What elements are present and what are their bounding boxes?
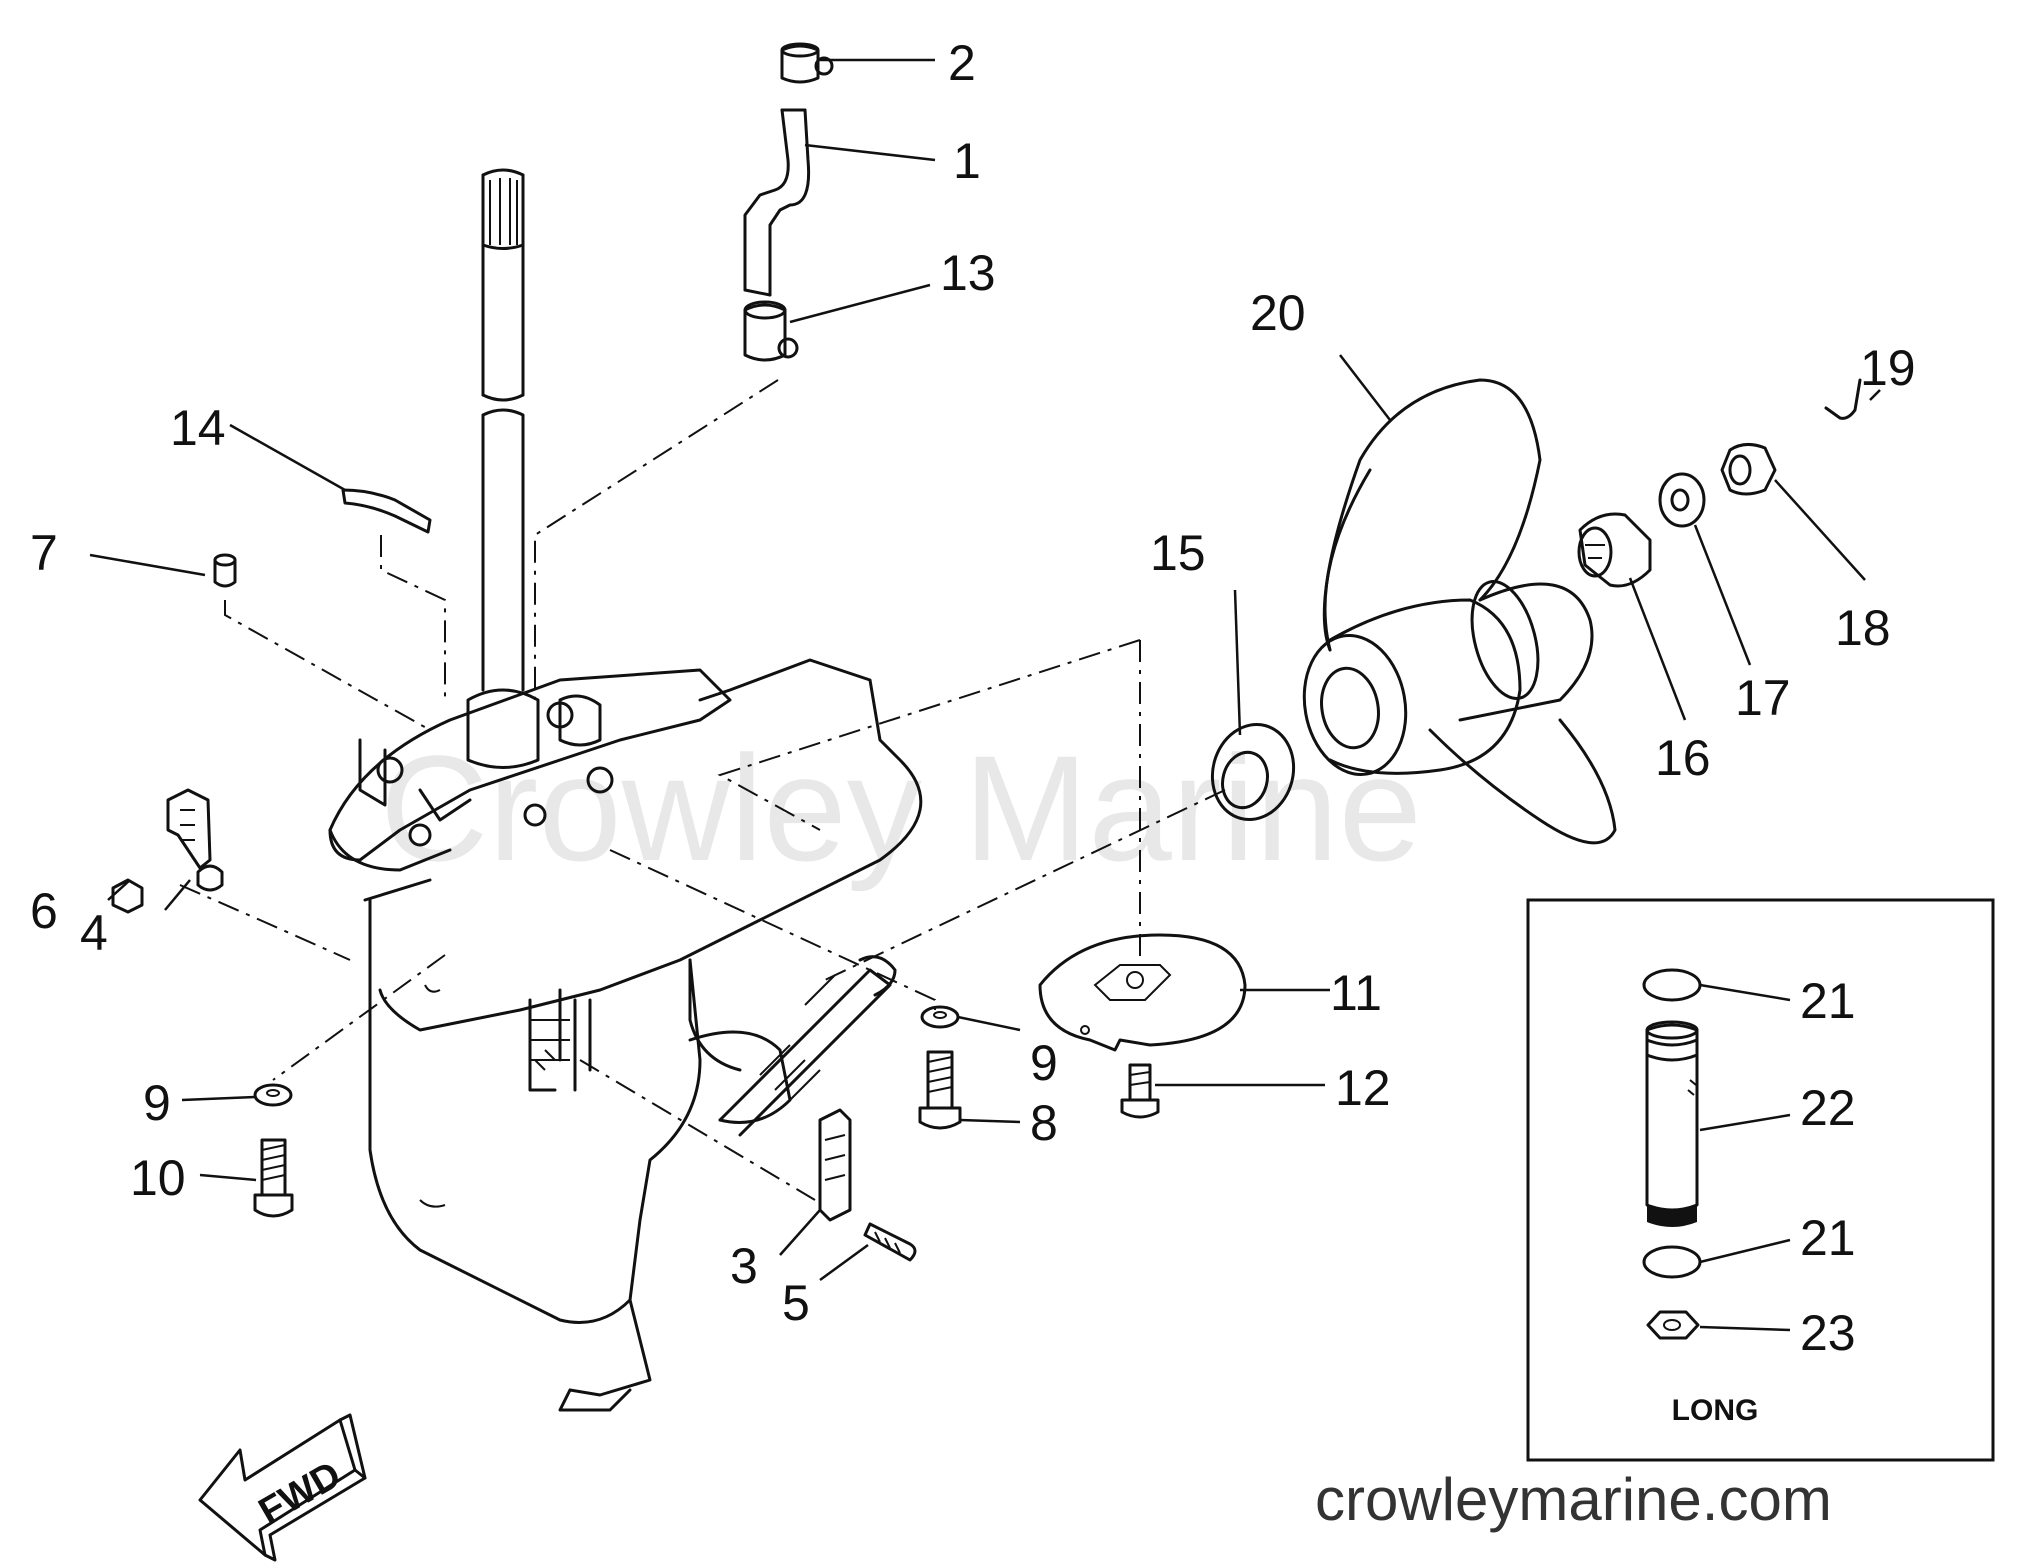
callout-5: 5 [782, 1275, 810, 1331]
long-shaft-inset: 21 22 21 23 LONG [1526, 898, 1995, 1462]
nut-23 [1646, 1310, 1700, 1340]
callout-15: 15 [1150, 525, 1206, 581]
bolt-8 [918, 1050, 962, 1130]
tube-22 [1645, 1020, 1699, 1227]
callout-17: 17 [1735, 670, 1791, 726]
callout-12: 12 [1335, 1060, 1391, 1116]
callout-9b: 9 [143, 1075, 171, 1131]
inset-frame [1526, 898, 1995, 1462]
thrust-washer-15 [1210, 722, 1296, 822]
grommet-13 [743, 300, 799, 362]
cover-4 [166, 788, 224, 892]
dowel-pin-7 [213, 553, 237, 588]
nut-6 [111, 878, 144, 914]
screw-5 [863, 1222, 917, 1262]
water-tube [743, 108, 811, 297]
drive-shaft [466, 168, 540, 769]
callout-13: 13 [940, 245, 996, 301]
washer-9-left [253, 1083, 293, 1107]
leader-lines [89, 58, 1881, 1282]
propeller-20 [1302, 378, 1617, 845]
callout-22: 22 [1800, 1080, 1856, 1136]
inset-label: LONG [1672, 1394, 1759, 1427]
o-ring-21-top [1642, 968, 1702, 1002]
bolt-10 [253, 1138, 294, 1218]
cotter-pin-19 [1824, 378, 1862, 420]
callout-11: 11 [1330, 965, 1382, 1021]
callout-6: 6 [30, 883, 58, 939]
trim-tab-11 [1038, 933, 1247, 1052]
o-ring-21-bottom [1642, 1245, 1702, 1279]
callout-14: 14 [170, 400, 226, 456]
callout-16: 16 [1655, 730, 1711, 786]
website-text: crowleymarine.com [1315, 1466, 1832, 1533]
callout-9a: 9 [1030, 1035, 1058, 1091]
clip-14 [341, 488, 432, 534]
watermark-text: Crowley Marine [380, 724, 1422, 892]
nut-18 [1720, 443, 1777, 496]
callout-8: 8 [1030, 1095, 1058, 1151]
callout-23: 23 [1800, 1305, 1856, 1361]
callout-2: 2 [948, 35, 976, 91]
callout-19: 19 [1860, 340, 1916, 396]
callout-21b: 21 [1800, 1210, 1856, 1266]
fwd-arrow: FWD [198, 1413, 367, 1562]
grommet-2 [780, 42, 834, 84]
callout-18: 18 [1835, 600, 1891, 656]
callout-20: 20 [1250, 285, 1306, 341]
washer-17 [1658, 472, 1706, 528]
callout-21a: 21 [1800, 973, 1856, 1029]
propeller-shaft [718, 955, 897, 1137]
anode-3 [818, 1108, 852, 1222]
callout-3: 3 [730, 1238, 758, 1294]
callout-10: 10 [130, 1150, 186, 1206]
lower-casing [328, 658, 923, 1412]
callout-7: 7 [30, 525, 58, 581]
bolt-12 [1120, 1063, 1160, 1119]
callout-numbers: 1 2 3 4 5 6 7 8 9 9 10 11 12 13 14 15 16… [30, 35, 1916, 1331]
callout-4: 4 [80, 905, 108, 961]
assembly-lines [179, 379, 1226, 1201]
callout-1: 1 [953, 133, 981, 189]
washer-9-right [920, 1005, 960, 1029]
spacer-16 [1577, 512, 1652, 588]
